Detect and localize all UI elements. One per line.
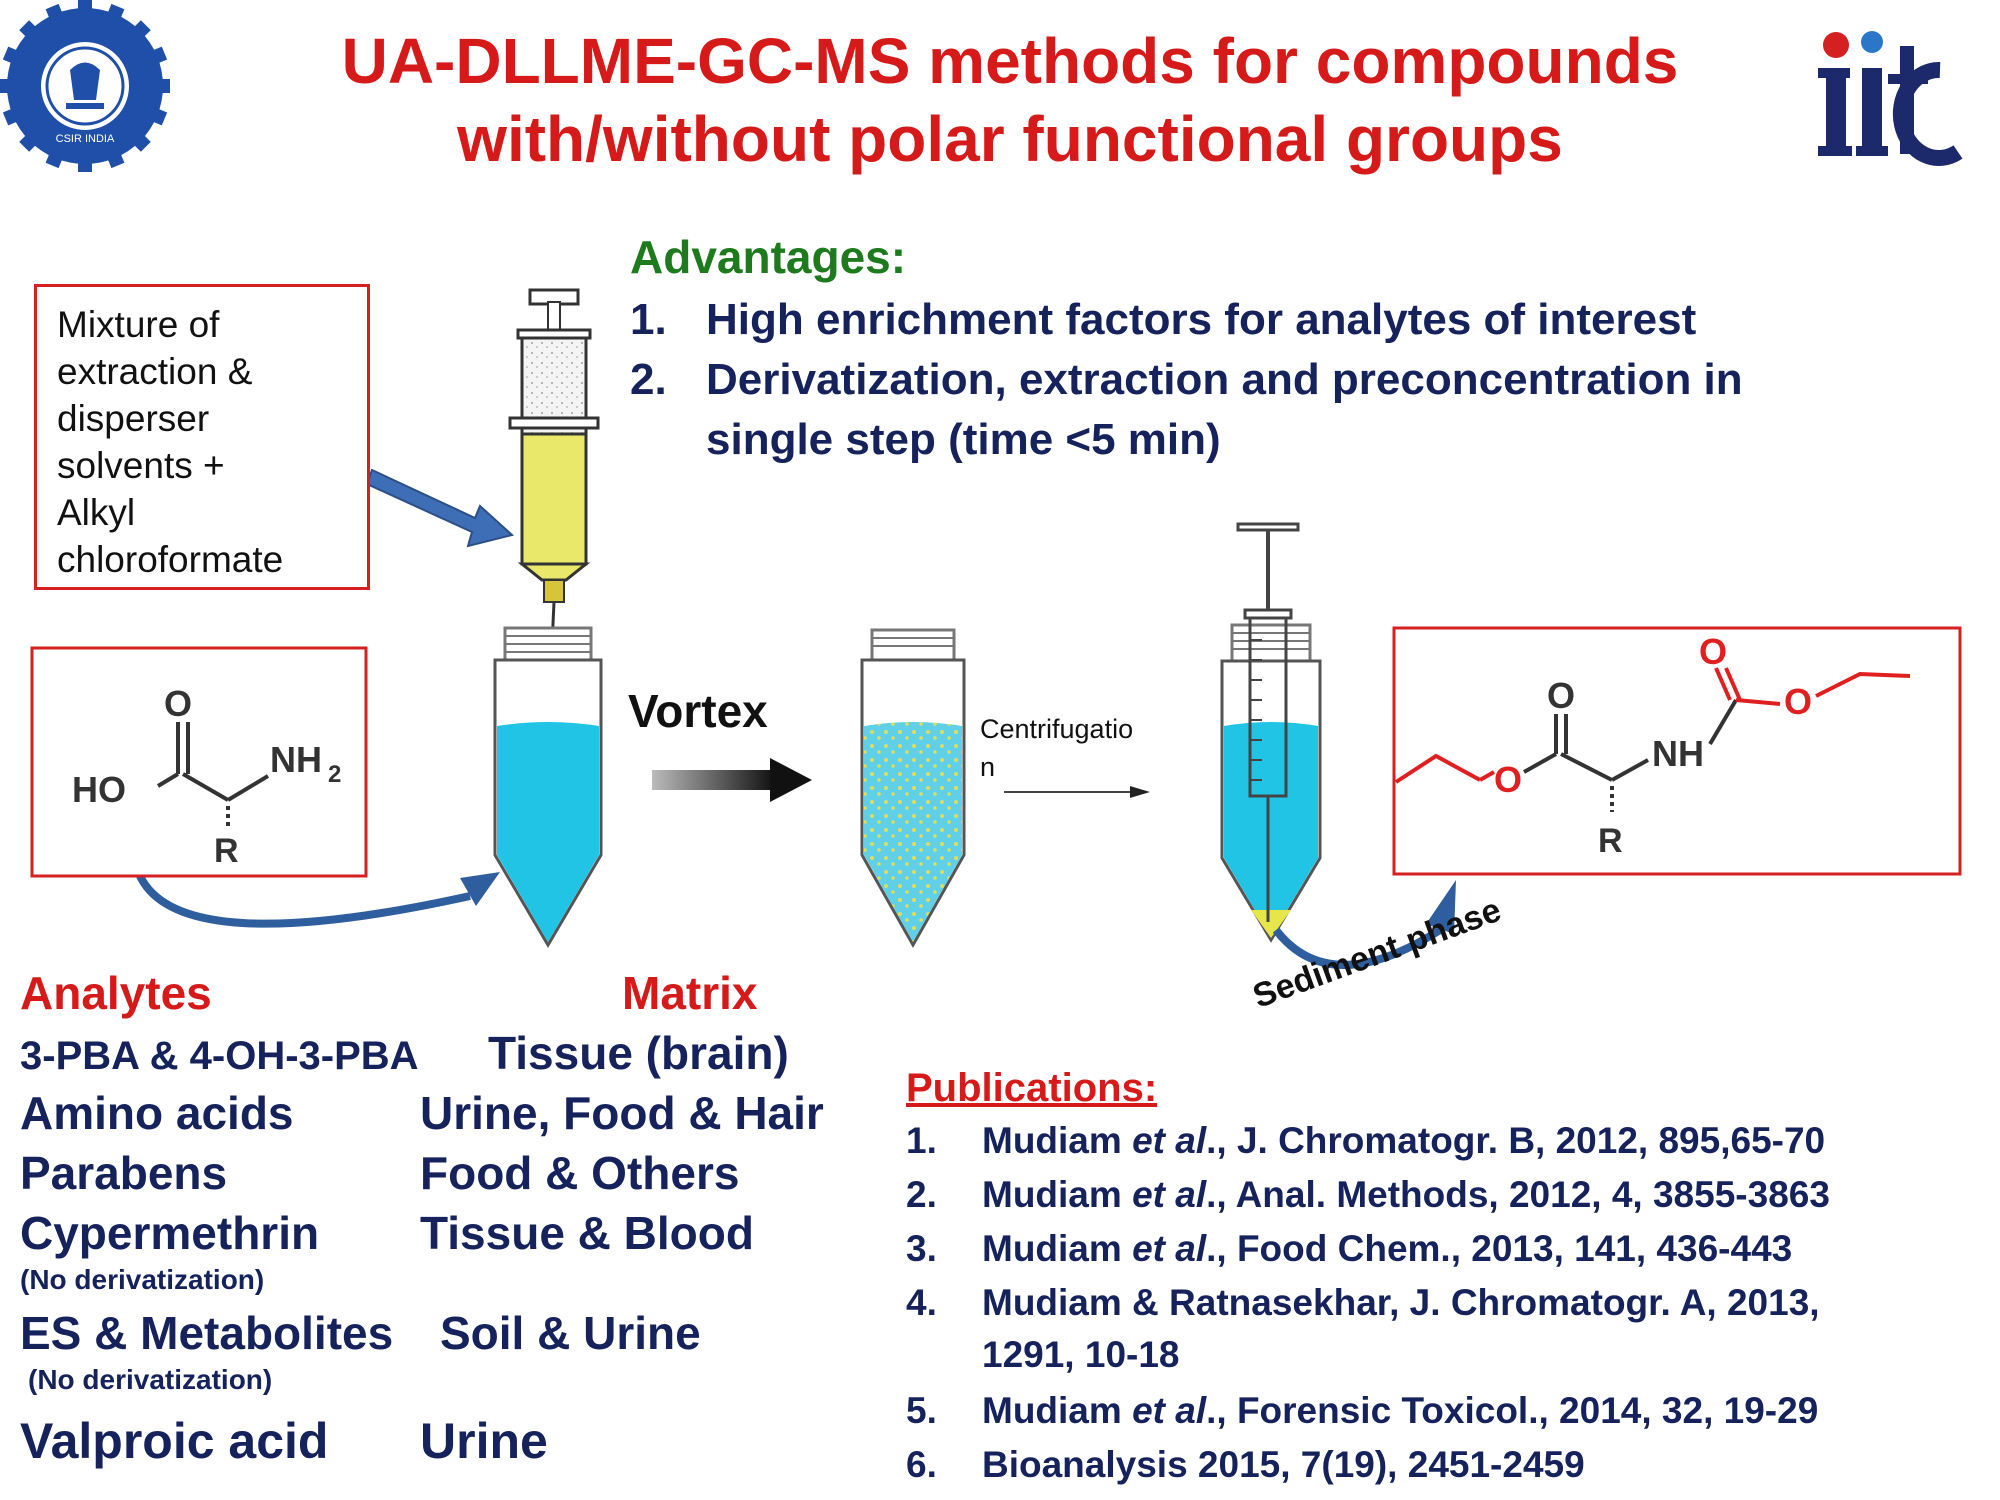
tube-1 bbox=[493, 626, 603, 948]
mixture-line: extraction & bbox=[57, 351, 253, 392]
advantage-text-cont: single step (time <5 min) bbox=[706, 415, 1221, 464]
mixture-line: Mixture of bbox=[57, 304, 220, 345]
centrifugation-label: Centrifugatio n bbox=[980, 710, 1133, 786]
publication-authors: Mudiam bbox=[982, 1228, 1133, 1269]
centrifugation-line-1: Centrifugatio bbox=[980, 714, 1134, 744]
publication-number: 2. bbox=[906, 1174, 937, 1215]
structure-right-o2: O bbox=[1547, 675, 1575, 716]
publication-authors: Mudiam & Ratnasekhar, J. Chromatogr. A, … bbox=[982, 1282, 1820, 1323]
advantage-number: 1. bbox=[630, 295, 667, 344]
analyte-cell: Parabens bbox=[20, 1147, 228, 1199]
mixture-line: disperser bbox=[57, 398, 210, 439]
mixture-line: chloroformate bbox=[57, 539, 284, 580]
mixture-line: Alkyl bbox=[57, 492, 136, 533]
curved-arrow-to-tube bbox=[136, 872, 500, 928]
csir-logo-text: CSIR INDIA bbox=[56, 133, 115, 145]
publication-ref-cont: 1291, 10-18 bbox=[982, 1334, 1180, 1375]
advantage-number: 2. bbox=[630, 355, 667, 404]
arrow-mixture-to-syringe bbox=[365, 468, 515, 548]
publication-number: 6. bbox=[906, 1444, 937, 1485]
matrix-cell: Tissue (brain) bbox=[488, 1027, 789, 1079]
structure-left-r: R bbox=[214, 832, 239, 870]
centrifugation-line-2: n bbox=[980, 752, 996, 782]
structure-right-o4: O bbox=[1784, 681, 1812, 722]
publication-authors: Mudiam bbox=[982, 1174, 1133, 1215]
publication-authors: Mudiam bbox=[982, 1390, 1133, 1431]
product-structure-box bbox=[1392, 626, 1962, 876]
publication-number: 4. bbox=[906, 1282, 937, 1323]
page-title: UA-DLLME-GC-MS methods for compounds wit… bbox=[240, 22, 1780, 178]
analyte-cell: Amino acids bbox=[20, 1087, 294, 1139]
analyte-structure-box bbox=[30, 646, 368, 878]
analyte-note: (No derivatization) bbox=[20, 1264, 265, 1295]
matrix-cell: Urine, Food & Hair bbox=[420, 1087, 824, 1139]
structure-left-sub2: 2 bbox=[328, 761, 341, 788]
title-line-1: UA-DLLME-GC-MS methods for compounds bbox=[341, 25, 1679, 97]
matrix-heading: Matrix bbox=[622, 967, 758, 1019]
advantages-heading: Advantages: bbox=[630, 231, 907, 283]
matrix-cell: Urine bbox=[420, 1413, 548, 1469]
tube-3-centrifuged bbox=[1220, 522, 1322, 943]
matrix-cell: Tissue & Blood bbox=[420, 1207, 754, 1259]
title-line-2: with/without polar functional groups bbox=[457, 103, 1563, 175]
publication-ref: ., J. Chromatogr. B, 2012, 895,65-70 bbox=[1206, 1120, 1826, 1161]
publication-number: 1. bbox=[906, 1120, 937, 1161]
publication-authors: Mudiam bbox=[982, 1120, 1133, 1161]
advantage-text: High enrichment factors for analytes of … bbox=[706, 295, 1697, 344]
syringe-with-solvent bbox=[508, 288, 600, 691]
publication-etal: et al bbox=[1132, 1390, 1207, 1431]
mixture-box: Mixture of extraction & disperser solven… bbox=[34, 284, 370, 590]
publication-ref: ., Food Chem., 2013, 141, 436-443 bbox=[1206, 1228, 1793, 1269]
structure-left-ho: HO bbox=[72, 769, 126, 810]
publication-etal: et al bbox=[1132, 1120, 1207, 1161]
analyte-cell: Valproic acid bbox=[20, 1413, 329, 1469]
advantage-text: Derivatization, extraction and preconcen… bbox=[706, 355, 1743, 404]
structure-right-nh: NH bbox=[1652, 733, 1704, 774]
vortex-label: Vortex bbox=[628, 685, 768, 737]
tube-2-vortexed bbox=[860, 628, 966, 949]
vortex-arrow bbox=[652, 758, 812, 802]
publication-number: 5. bbox=[906, 1390, 937, 1431]
publication-ref: Bioanalysis 2015, 7(19), 2451-2459 bbox=[982, 1444, 1585, 1485]
derivatized-product-structure: O O NH O O R bbox=[1394, 631, 1911, 860]
structure-right-o1: O bbox=[1494, 759, 1522, 800]
analytes-heading: Analytes bbox=[20, 967, 212, 1019]
structure-right-r: R bbox=[1598, 822, 1623, 860]
matrix-cell: Food & Others bbox=[420, 1147, 740, 1199]
curved-arrow-to-product bbox=[1272, 880, 1456, 969]
publication-etal: et al bbox=[1132, 1174, 1207, 1215]
structure-right-o3: O bbox=[1699, 631, 1727, 672]
publication-number: 3. bbox=[906, 1228, 937, 1269]
analyte-note: (No derivatization) bbox=[28, 1364, 273, 1395]
publications-heading: Publications: bbox=[906, 1066, 1158, 1110]
matrix-cell: Soil & Urine bbox=[440, 1307, 701, 1359]
analyte-cell: ES & Metabolites bbox=[20, 1307, 394, 1359]
structure-left-o: O bbox=[164, 683, 192, 724]
analyte-cell: Cypermethrin bbox=[20, 1207, 320, 1259]
centrifugation-arrow bbox=[1004, 786, 1150, 798]
amino-acid-structure: O HO NH 2 R bbox=[72, 683, 341, 870]
mixture-line: solvents + bbox=[57, 445, 225, 486]
iit-logo bbox=[1818, 31, 1963, 166]
publication-etal: et al bbox=[1132, 1228, 1207, 1269]
analyte-cell: 3-PBA & 4-OH-3-PBA bbox=[20, 1034, 419, 1078]
publication-ref: ., Forensic Toxicol., 2014, 32, 19-29 bbox=[1206, 1390, 1819, 1431]
structure-left-nh2: NH bbox=[270, 739, 322, 780]
csir-logo: CSIR INDIA bbox=[0, 0, 170, 172]
publication-ref: ., Anal. Methods, 2012, 4, 3855-3863 bbox=[1206, 1174, 1830, 1215]
